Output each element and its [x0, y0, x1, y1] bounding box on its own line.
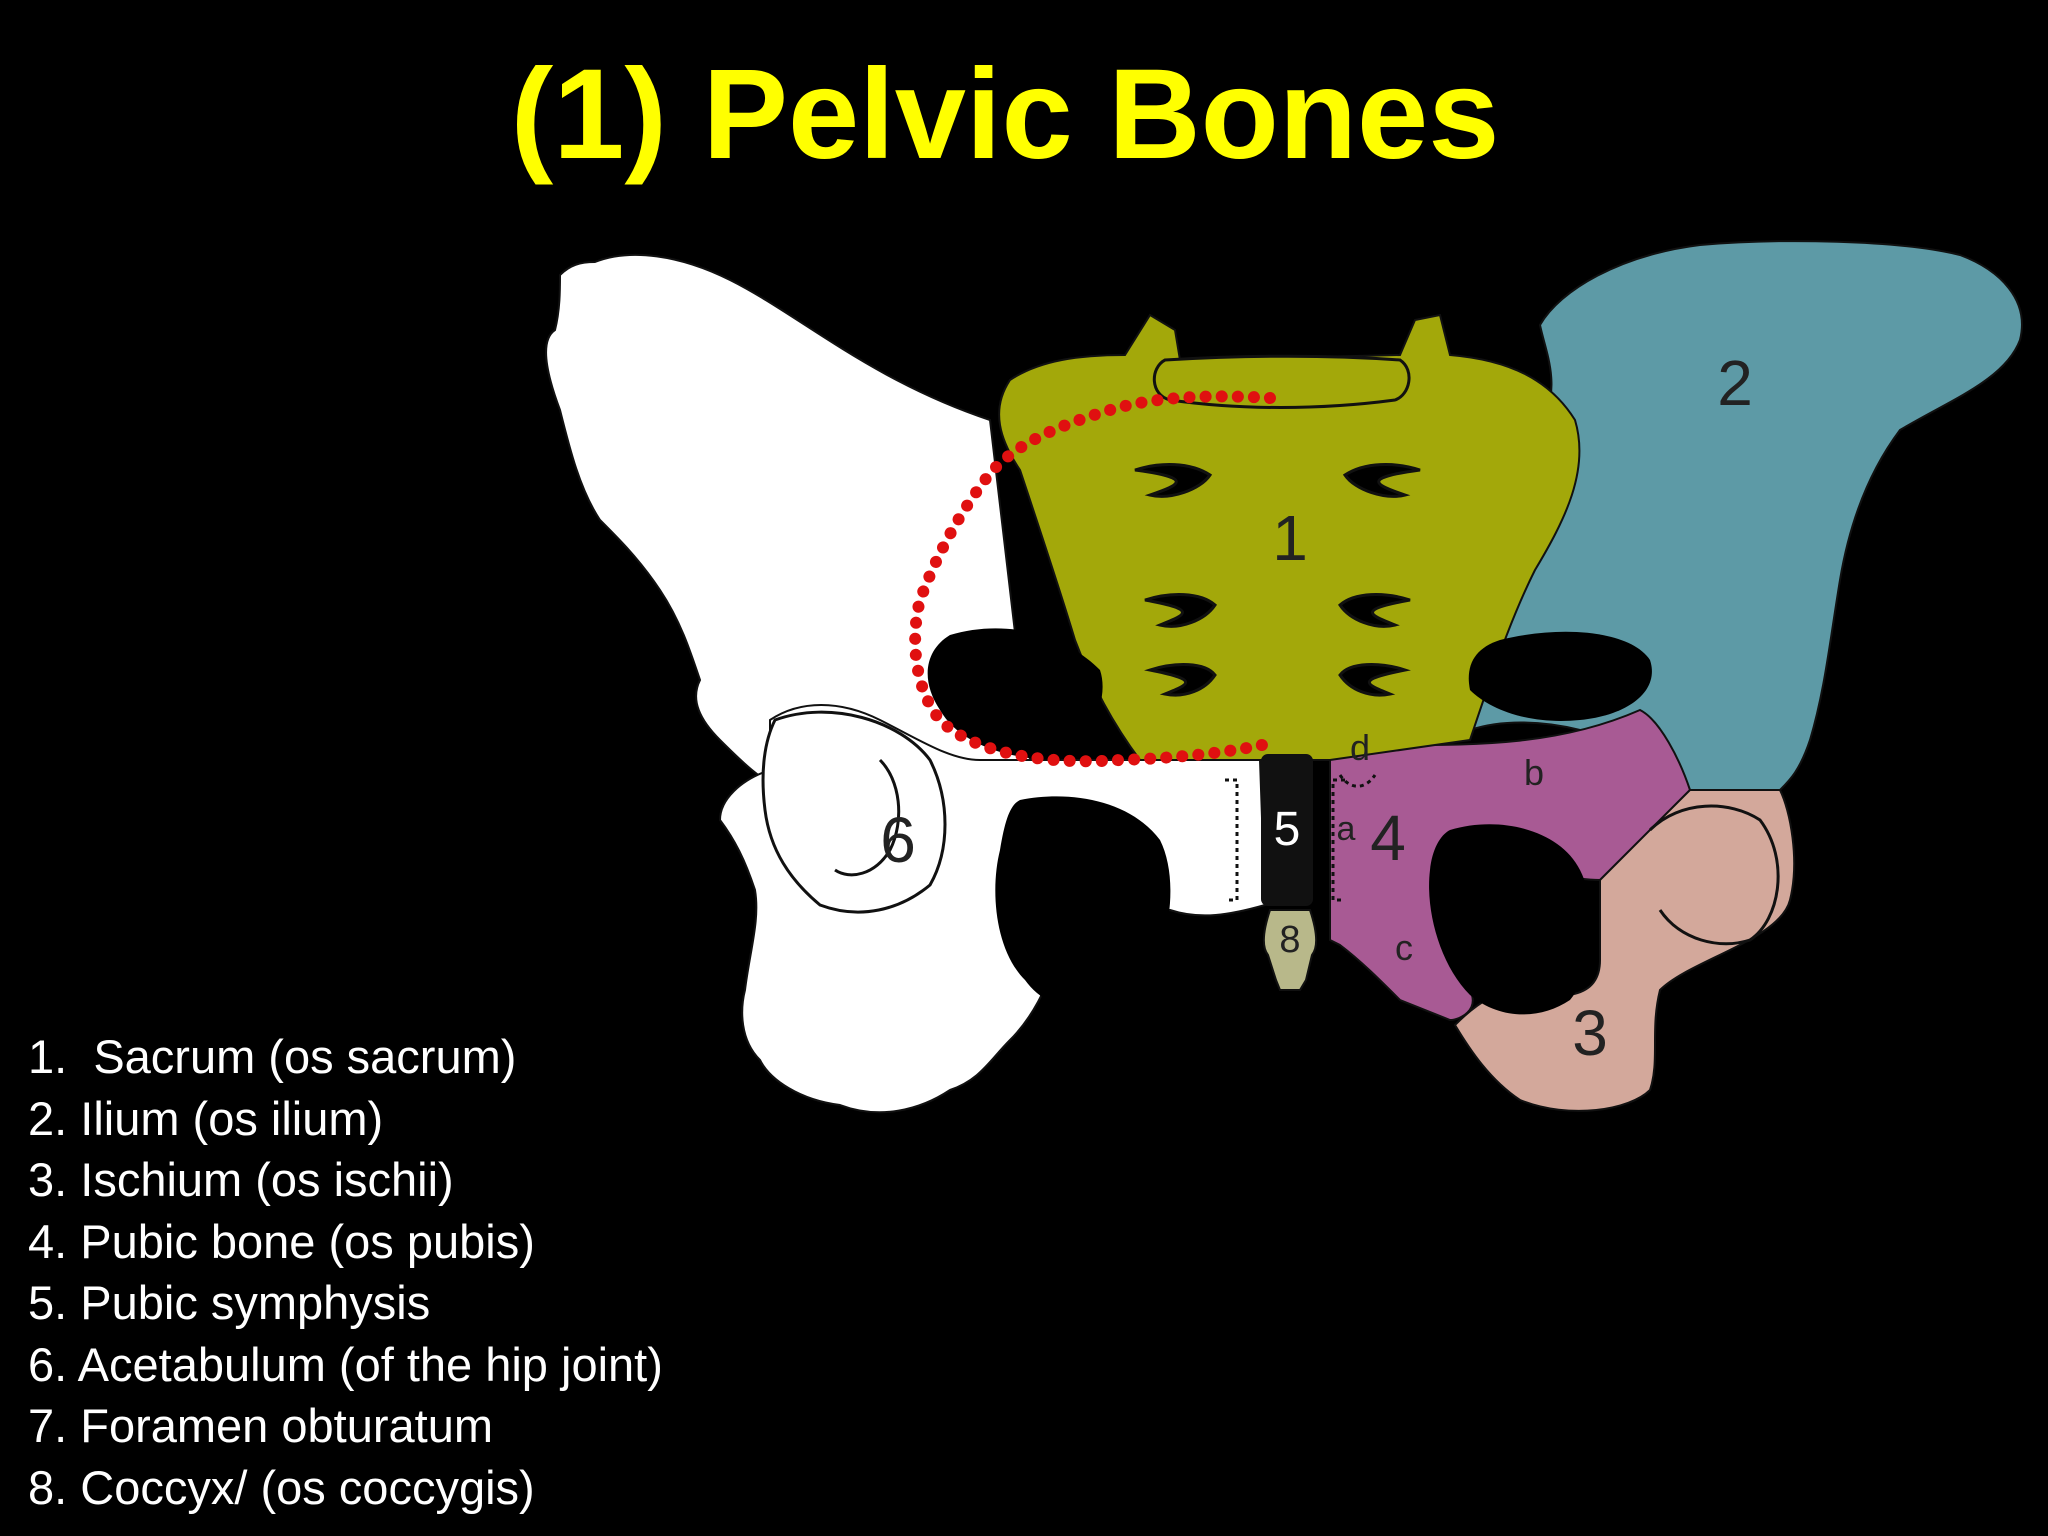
sacral-foramen [1338, 593, 1411, 628]
left-acetabulum [761, 710, 947, 914]
right-acetabulum [1648, 804, 1780, 946]
legend-item: 4. Pubic bone (os pubis) [28, 1214, 535, 1268]
coccyx [1262, 909, 1318, 991]
obturator-foramen-left [995, 796, 1171, 1010]
sciatic-notch-left [927, 628, 1103, 760]
sacral-foramen [1134, 463, 1213, 498]
pubic-symphysis [1261, 754, 1313, 906]
legend-item: 8. Coccyx/ (os coccygis) [28, 1460, 535, 1514]
legend-item: 6. Acetabulum (of the hip joint) [28, 1337, 663, 1391]
label-d: d [1350, 727, 1370, 768]
sciatic-notch-right [1468, 631, 1652, 721]
sacral-foramen [1338, 663, 1411, 697]
left-ilium [544, 253, 1032, 797]
label-a: a [1337, 810, 1356, 848]
label-acetabulum: 6 [880, 804, 916, 876]
legend-item: 1. Sacrum (os sacrum) [28, 1030, 517, 1083]
sacral-foramen [1144, 663, 1217, 697]
slide-title: (1) Pelvic Bones [510, 43, 1500, 186]
label-sacrum: 1 [1272, 502, 1308, 574]
legend-list: 1. Sacrum (os sacrum) 2. Ilium (os ilium… [28, 1026, 663, 1518]
legend-item: 7. Foramen obturatum [28, 1399, 493, 1452]
legend-item: 2. Ilium (os ilium) [28, 1091, 384, 1145]
legend-item: 3. Ischium (os ischii) [28, 1153, 454, 1206]
obturator-foramen-right [1429, 824, 1593, 1015]
label-coccyx: 8 [1279, 919, 1300, 961]
bracket-left [1225, 778, 1239, 902]
label-ischium: 3 [1572, 997, 1608, 1069]
sacral-foramen [1342, 463, 1421, 498]
label-symphysis: 5 [1274, 803, 1301, 856]
label-pubis: 4 [1370, 802, 1406, 874]
label-ilium: 2 [1717, 347, 1753, 419]
label-b: b [1524, 752, 1544, 793]
sacral-foramen [1144, 593, 1217, 628]
legend-item: 5. Pubic symphysis [28, 1276, 431, 1329]
bracket-a [1331, 778, 1345, 902]
left-acetabulum-inner [834, 758, 901, 877]
pelvic-brim-dotted-line [909, 390, 1276, 768]
label-c: c [1395, 927, 1413, 968]
